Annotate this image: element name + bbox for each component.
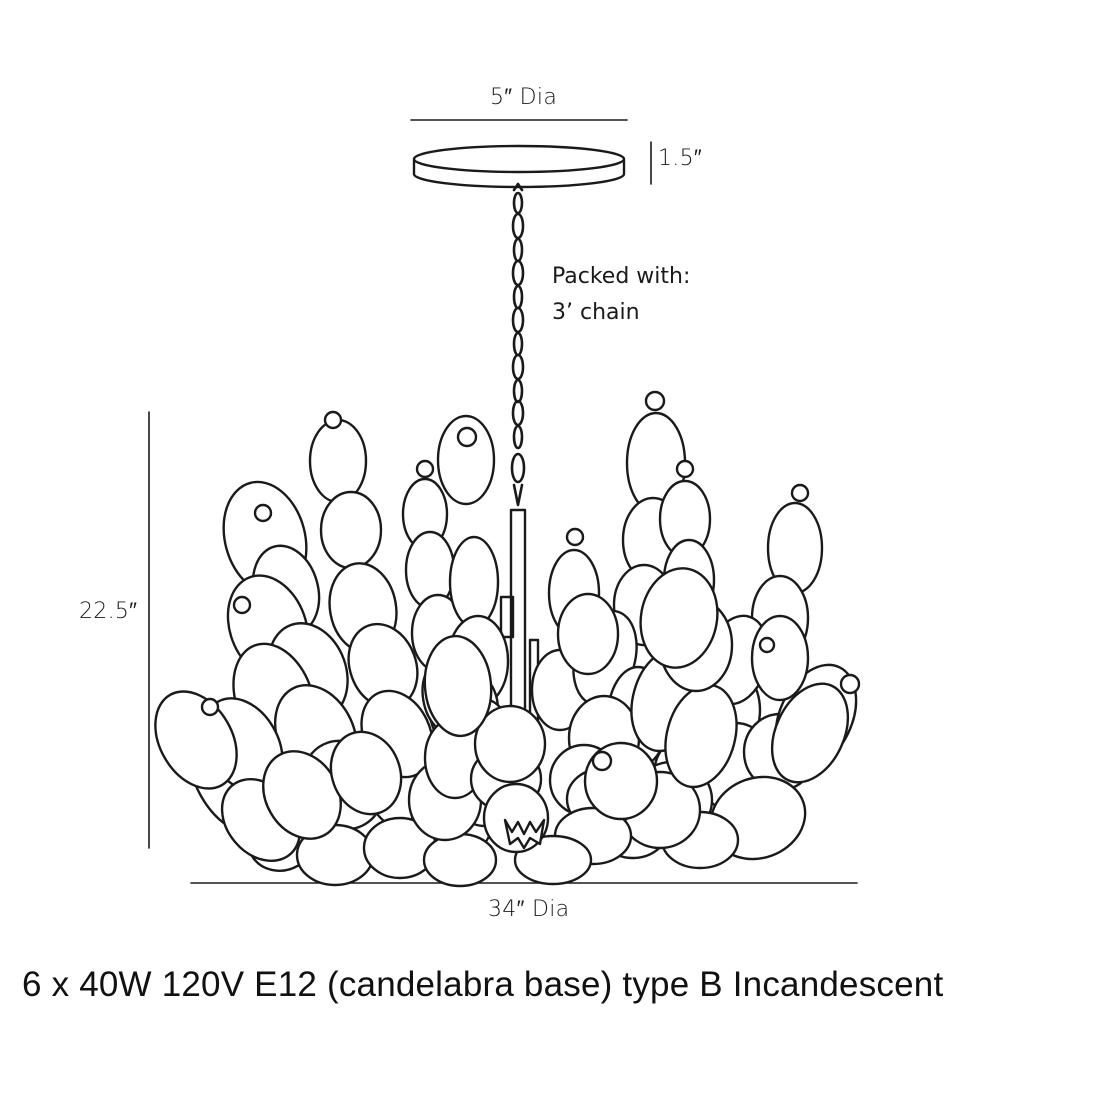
- fixture-height-label: 22.5″: [79, 599, 138, 624]
- crystal-tips: [200, 390, 861, 772]
- fixture-diameter-label: 34″ Dia: [488, 897, 570, 922]
- canopy-height-label: 1.5″: [658, 146, 702, 171]
- packing-note: Packed with: 3’ chain: [552, 259, 690, 331]
- chain: [510, 182, 526, 507]
- packing-note-line2: 3’ chain: [552, 300, 640, 325]
- bulb-spec-text: 6 x 40W 120V E12 (candelabra base) type …: [22, 965, 944, 1004]
- canopy-diameter-label: 5″ Dia: [490, 85, 558, 110]
- packing-note-line1: Packed with:: [552, 264, 691, 289]
- bottom-finial: [503, 818, 546, 850]
- canopy: [412, 144, 626, 189]
- crystal-elements: [154, 411, 858, 888]
